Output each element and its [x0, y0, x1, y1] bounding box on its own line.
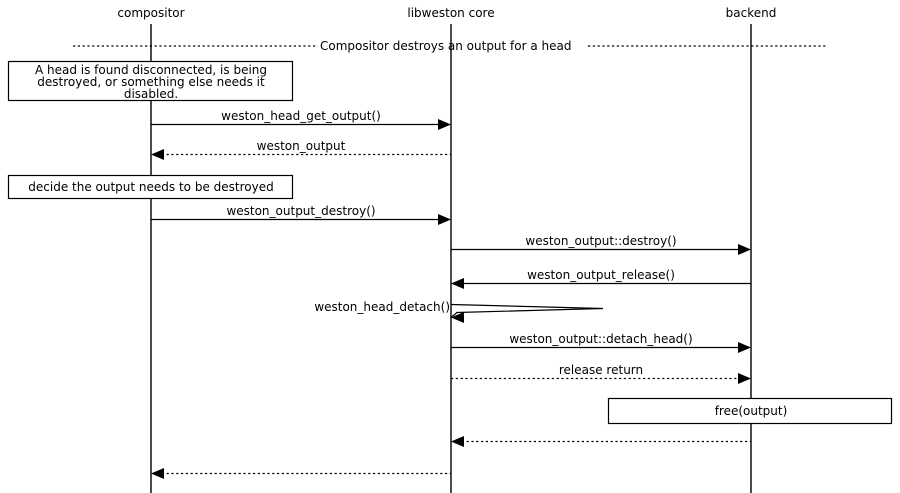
message-label-weston-output-detach-head: weston_output::detach_head() [509, 332, 692, 346]
arrowhead-left-weston-head-detach [451, 312, 464, 323]
note-head-disconnected-line-1: A head is found disconnected, is being [35, 63, 267, 77]
arrowhead-right-weston-output-destroy [438, 214, 451, 225]
message-label-weston-output-release: weston_output_release() [527, 268, 675, 282]
arrowhead-right-weston-output-destroy-vfunc [738, 244, 751, 255]
note-decide-destroy-text: decide the output needs to be destroyed [28, 180, 273, 194]
message-selfcall-weston-head-detach [450, 303, 604, 318]
arrowhead-left-core-return [151, 468, 164, 479]
actor-label-libweston-core: libweston core [407, 6, 494, 20]
note-free-output-text: free(output) [715, 404, 788, 418]
message-label-release-return: release return [559, 363, 643, 377]
note-head-disconnected-line-2: destroyed, or something else needs it [37, 75, 265, 89]
arrowhead-right-weston-head-get-output [438, 119, 451, 130]
note-head-disconnected-line-3: disabled. [124, 87, 178, 101]
arrowhead-left-weston-output-return [151, 149, 164, 160]
note-head-disconnected-box [7, 60, 294, 102]
note-free-output-box [607, 397, 893, 425]
message-label-weston-output-destroy-vfunc: weston_output::destroy() [525, 234, 676, 248]
arrowhead-left-weston-output-release [451, 278, 464, 289]
message-label-weston-head-detach: weston_head_detach() [314, 300, 450, 314]
message-label-weston-head-get-output: weston_head_get_output() [221, 109, 381, 123]
message-label-weston-output-destroy: weston_output_destroy() [226, 204, 375, 218]
arrowhead-right-weston-output-detach-head [738, 342, 751, 353]
message-label-weston-output-return: weston_output [257, 139, 346, 153]
arrowhead-left-backend-return [451, 436, 464, 447]
divider-title: Compositor destroys an output for a head [320, 39, 572, 53]
actor-label-compositor: compositor [117, 6, 184, 20]
note-decide-destroy-box [7, 174, 294, 200]
actor-label-backend: backend [726, 6, 777, 20]
arrowhead-right-release-return [738, 373, 751, 384]
